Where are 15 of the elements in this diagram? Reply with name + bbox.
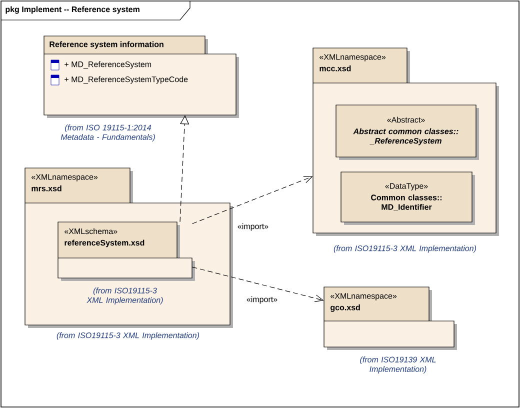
edge-label: «import» [245,295,279,305]
package-box: Reference system information + MD_ReferenceSystem + MD_ReferenceSystemTypeCode (from ISO 19115-1:2014 Metadata - Fundamentals) [44,36,239,142]
edge-label: «import» [236,222,270,232]
node-label: (from ISO19139 XML Implementation) [360,356,436,374]
package-box: «XMLschema» referenceSystem.xsd (from ISO19115-3 XML Implementation) [58,222,195,304]
node-label: (from ISO19115-3 XML Implementation) [334,245,476,253]
frame-tab: pkg Implement -- Reference system [0,0,190,20]
class-box: «DataType» Common classes:: MD_Identifier [340,172,475,225]
node-label: (from ISO19115-3 XML Implementation) [56,332,200,340]
dependency-arrow [192,176,313,224]
class-box: «Abstract» Abstract common classes:: _ReferenceSystem [336,104,479,160]
dependency-arrow [192,266,324,302]
package-box: «XMLnamespace» gco.xsd (from ISO19139 XML Implementation) [324,286,457,374]
node-label: (from ISO 19115-1:2014 Metadata - Fundamentals) [60,124,155,142]
node-label: (from ISO19115-3 XML Implementation) [86,288,163,304]
